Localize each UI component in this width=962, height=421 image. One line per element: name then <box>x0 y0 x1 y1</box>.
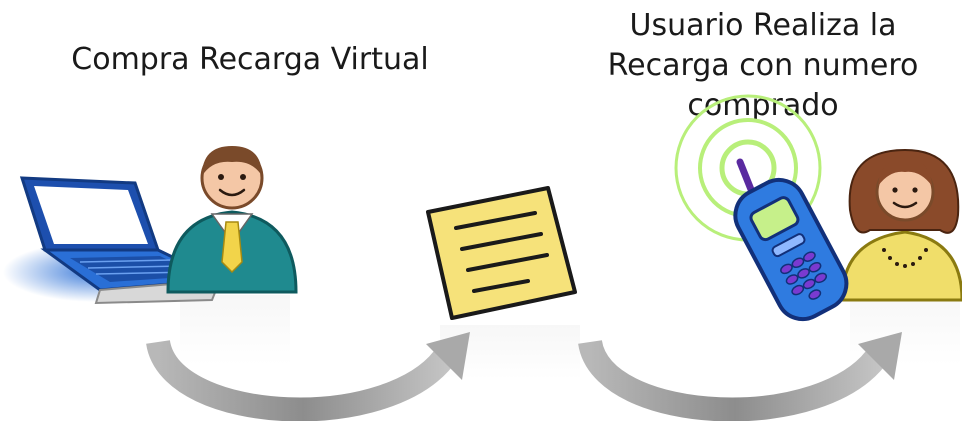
step2-label: Usuario Realiza la Recarga con numero co… <box>598 6 928 126</box>
reflections <box>180 295 960 380</box>
step2-label-line-1: Usuario Realiza la <box>629 8 897 43</box>
curved-arrow-icon <box>146 332 470 421</box>
note-icon <box>426 186 577 320</box>
step1-label: Compra Recarga Virtual <box>71 42 429 77</box>
man-icon <box>166 146 298 294</box>
step2-label-line-2: Recarga con numero <box>607 48 919 83</box>
mobile-phone-icon <box>733 158 849 322</box>
woman-icon <box>840 148 962 302</box>
curved-arrow-icon <box>578 332 902 421</box>
